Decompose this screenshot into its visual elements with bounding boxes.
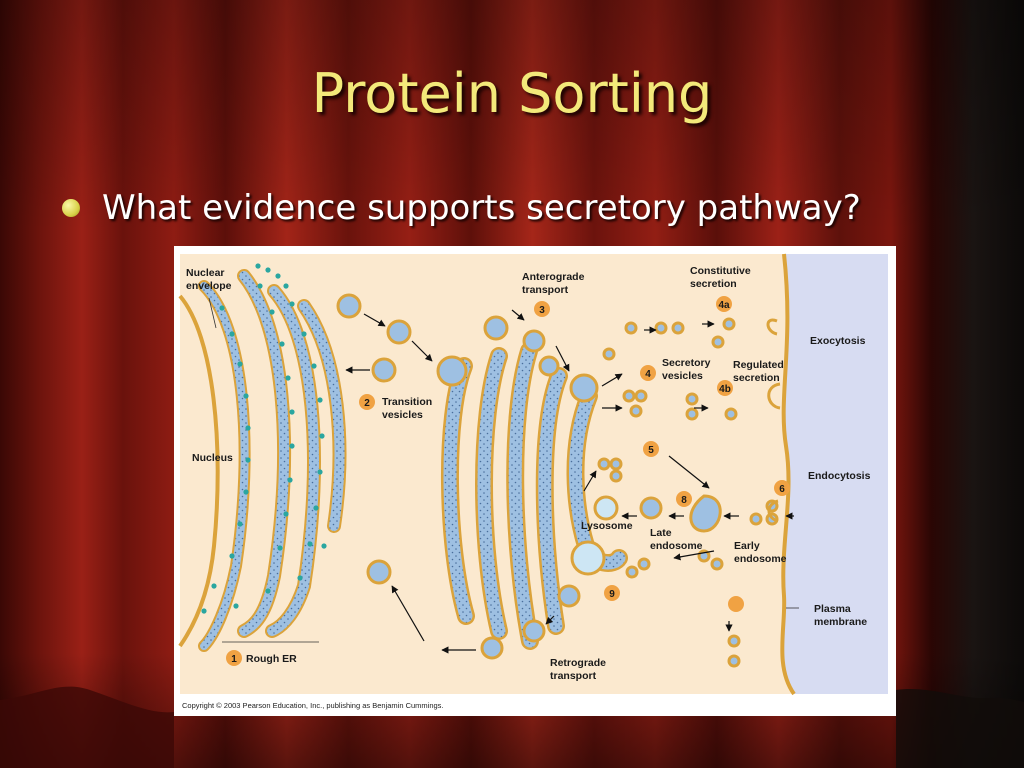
lysosome [570,540,606,576]
step-8-number: 8 [681,495,687,506]
label-secretory-2: vesicles [662,370,703,382]
label-constitutive-1: Constitutive [690,265,751,277]
label-late-endosome-2: endosome [650,540,703,552]
label-retrograde-2: transport [550,670,597,682]
label-late-endosome-1: Late [650,527,672,539]
lysosome-vesicle [593,495,619,521]
bullet-dot-icon [62,199,80,217]
golgi-apparatus [440,342,628,650]
rough-er [178,263,347,652]
step-4b-number: 4b [719,384,731,395]
label-early-endosome-1: Early [734,540,760,552]
step-9-number: 9 [609,589,615,600]
label-secretory-1: Secretory [662,357,711,369]
flow-arrows [345,309,794,654]
label-lysosome: Lysosome [581,520,633,532]
step-5-number: 5 [648,445,654,456]
protein-sorting-figure: 3 2 4 4a 4b 5 6 8 9 1 Nuclear envelope A… [174,246,896,716]
copyright-notice: Copyright © 2003 Pearson Education, Inc.… [182,701,444,710]
label-regulated-1: Regulated [733,359,784,371]
label-transition-1: Transition [382,396,432,408]
step-4a-number: 4a [718,300,730,311]
figure-diagram: 3 2 4 4a 4b 5 6 8 9 1 Nuclear envelope A… [178,253,888,710]
plasma-membrane [780,253,796,696]
label-endocytosis: Endocytosis [808,470,871,482]
early-endosome [689,494,722,533]
step-3-number: 3 [539,305,545,316]
label-transition-2: vesicles [382,409,423,421]
label-regulated-2: secretion [733,372,780,384]
bullet-text: What evidence supports secretory pathway… [102,188,861,228]
label-retrograde-1: Retrograde [550,657,606,669]
extracellular-region [782,254,888,694]
vesicles [336,293,779,668]
label-early-endosome-2: endosome [734,553,787,565]
slide-title: Protein Sorting [311,62,713,125]
label-anterograde-2: transport [522,284,569,296]
step-2-number: 2 [364,398,370,409]
label-nuclear-envelope-2: envelope [186,280,232,292]
label-constitutive-2: secretion [690,278,737,290]
marker-dot [728,596,744,612]
label-anterograde-1: Anterograde [522,271,585,283]
label-exocytosis: Exocytosis [810,335,866,347]
label-nucleus: Nucleus [192,452,233,464]
label-rough-er: Rough ER [246,653,297,665]
label-plasma-membrane-2: membrane [814,616,867,628]
label-nuclear-envelope-1: Nuclear [186,267,225,279]
step-4-number: 4 [645,369,651,380]
step-6-number: 6 [779,484,785,495]
step-markers [226,296,790,666]
bullet-item: What evidence supports secretory pathway… [62,188,861,228]
label-plasma-membrane-1: Plasma [814,603,851,615]
step-1-number: 1 [231,654,237,665]
